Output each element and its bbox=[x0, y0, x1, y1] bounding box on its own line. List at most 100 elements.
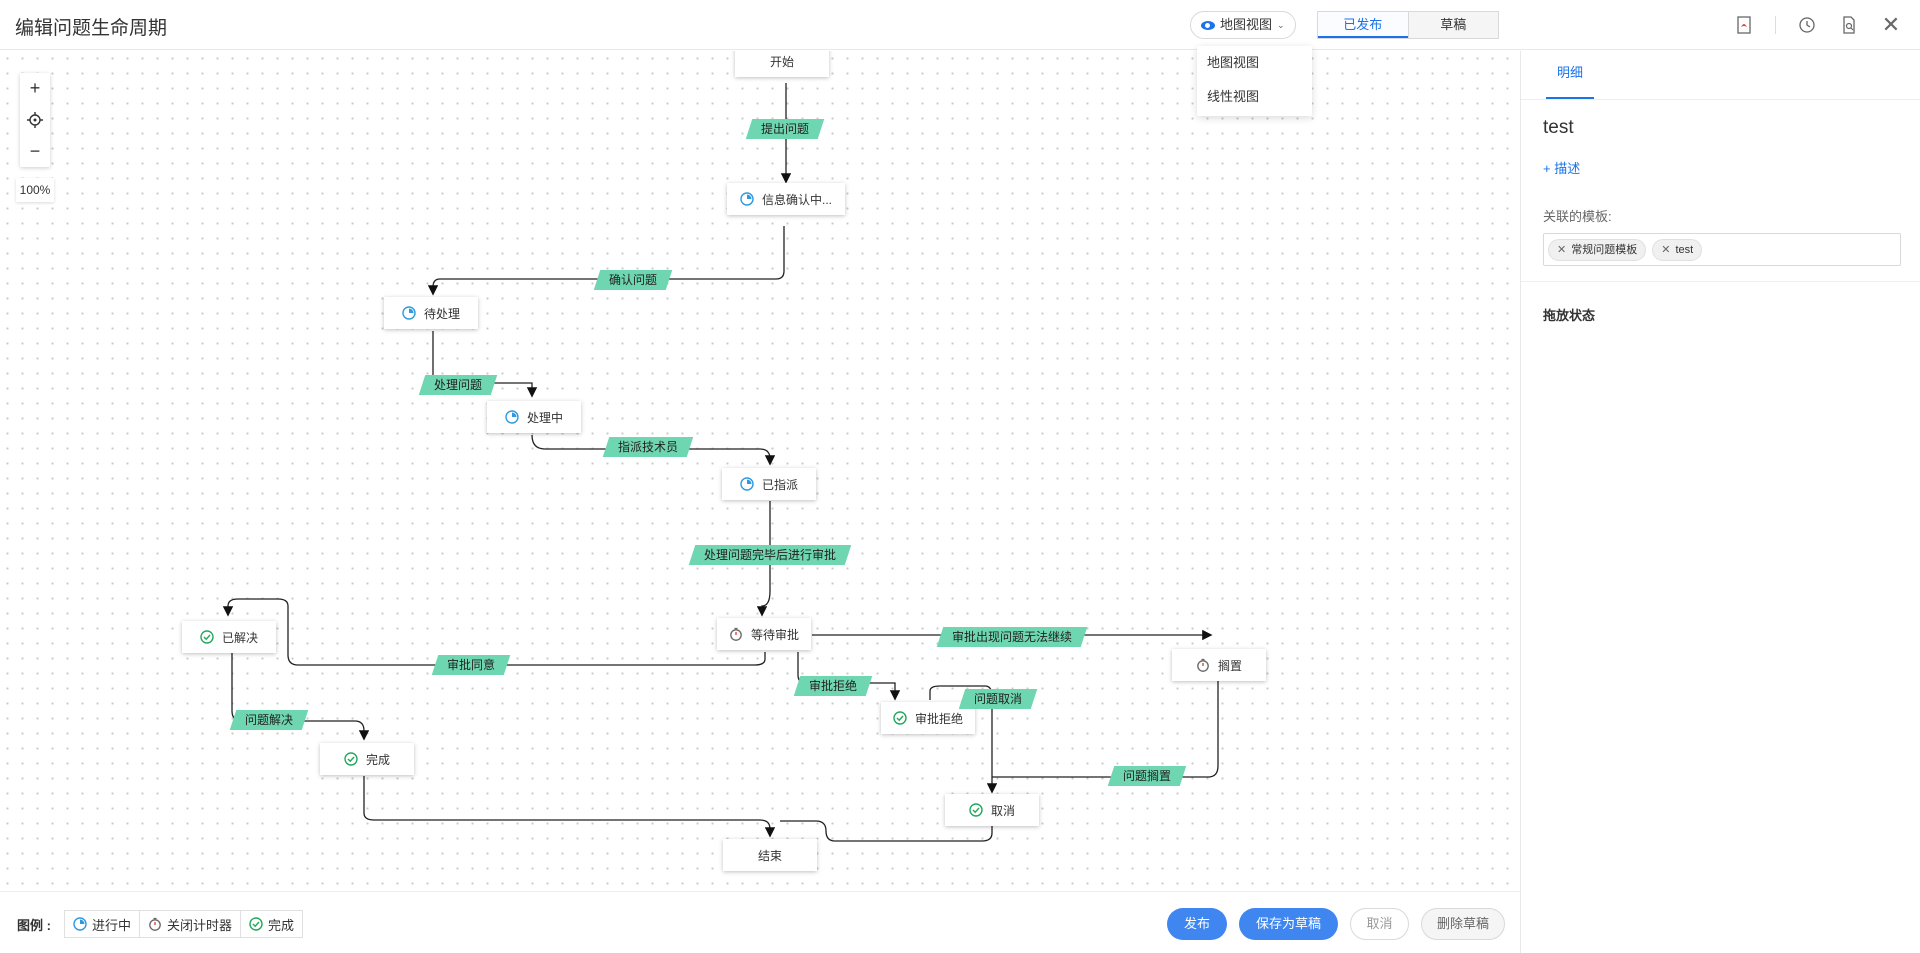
node-on-hold[interactable]: 搁置 bbox=[1172, 649, 1266, 681]
node-confirming[interactable]: 信息确认中... bbox=[727, 183, 845, 215]
eye-icon bbox=[1201, 20, 1215, 30]
timer-icon bbox=[1197, 658, 1209, 672]
publish-button[interactable]: 发布 bbox=[1167, 908, 1227, 940]
legend-item-timer: 关闭计时器 bbox=[139, 911, 240, 937]
in-progress-icon bbox=[740, 192, 754, 206]
legend-item-in-progress: 进行中 bbox=[65, 911, 139, 937]
save-draft-button[interactable]: 保存为草稿 bbox=[1239, 908, 1338, 940]
edge-label-cannot-continue[interactable]: 审批出现问题无法继续 bbox=[936, 627, 1088, 647]
fit-view-button[interactable] bbox=[20, 104, 50, 135]
in-progress-icon bbox=[402, 306, 416, 320]
edge-label-assign-tech[interactable]: 指派技术员 bbox=[602, 437, 694, 457]
header-toolbar: ✕ bbox=[1733, 12, 1902, 37]
edge-label-issue-hold[interactable]: 问题搁置 bbox=[1107, 766, 1187, 786]
node-start[interactable]: 开始 bbox=[735, 51, 829, 77]
node-awaiting-approval[interactable]: 等待审批 bbox=[717, 618, 811, 650]
node-label: 审批拒绝 bbox=[914, 711, 963, 726]
tab-draft[interactable]: 草稿 bbox=[1407, 12, 1498, 38]
panel-divider bbox=[1521, 281, 1920, 282]
add-description-link[interactable]: + 描述 bbox=[1543, 161, 1581, 176]
pdf-export-icon[interactable] bbox=[1733, 14, 1755, 36]
node-label: 等待审批 bbox=[750, 627, 799, 642]
edge-label-issue-solved[interactable]: 问题解决 bbox=[229, 710, 309, 730]
chevron-down-icon: ⌄ bbox=[1277, 20, 1285, 30]
document-search-icon[interactable] bbox=[1838, 14, 1860, 36]
edge-label-confirm-issue[interactable]: 确认问题 bbox=[593, 270, 673, 290]
edge-label-reject[interactable]: 审批拒绝 bbox=[793, 676, 873, 696]
edge-label-approve-after[interactable]: 处理问题完毕后进行审批 bbox=[688, 545, 852, 565]
toolbar-separator bbox=[1775, 16, 1776, 34]
edge-label-raise-issue[interactable]: 提出问题 bbox=[745, 119, 825, 139]
edge-done-end bbox=[363, 776, 776, 838]
node-label: 已解决 bbox=[221, 630, 258, 645]
node-label: 信息确认中... bbox=[761, 192, 832, 207]
in-progress-icon bbox=[505, 410, 519, 424]
edge-label-approved[interactable]: 审批同意 bbox=[431, 655, 511, 675]
edge-label-handle-issue[interactable]: 处理问题 bbox=[418, 375, 498, 395]
edge-awaiting-resolved bbox=[222, 598, 766, 666]
in-progress-icon bbox=[740, 477, 754, 491]
node-end[interactable]: 结束 bbox=[723, 839, 817, 871]
node-cancelled[interactable]: 取消 bbox=[945, 794, 1039, 826]
details-panel: 明细 test + 描述 关联的模板: ✕ 常规问题模板 ✕ test 拖放状态 bbox=[1520, 51, 1920, 953]
view-switch-dropdown[interactable]: 地图视图 ⌄ bbox=[1190, 11, 1296, 39]
node-label: 待处理 bbox=[423, 306, 460, 321]
node-label: 完成 bbox=[365, 752, 390, 767]
close-icon[interactable]: ✕ bbox=[1881, 12, 1901, 37]
edge-processing-assigned bbox=[531, 434, 776, 466]
view-dropdown-menu: 地图视图 线性视图 bbox=[1197, 46, 1312, 116]
node-label: 取消 bbox=[990, 803, 1015, 818]
zoom-out-button[interactable]: − bbox=[29, 140, 41, 161]
page-title: 编辑问题生命周期 bbox=[15, 18, 168, 39]
node-resolved[interactable]: 已解决 bbox=[182, 621, 276, 653]
timer-icon bbox=[730, 627, 742, 641]
edge-assigned-awaiting bbox=[756, 501, 771, 617]
cancel-button[interactable]: 取消 bbox=[1350, 908, 1409, 940]
zoom-level: 100% bbox=[16, 178, 54, 202]
template-tag: ✕ test bbox=[1652, 238, 1703, 261]
menu-item-map-view[interactable]: 地图视图 bbox=[1207, 55, 1260, 70]
tab-divider bbox=[1521, 99, 1920, 100]
complete-icon bbox=[200, 630, 214, 644]
remove-tag-icon[interactable]: ✕ bbox=[1557, 243, 1567, 256]
footer-bar: 图例 : 进行中 关闭计时器 完成 发布 保存为草稿 取消 删除草稿 bbox=[0, 891, 1520, 953]
complete-icon bbox=[249, 917, 263, 931]
workflow-canvas[interactable]: + − 100% 开始 bbox=[0, 51, 1520, 891]
node-label: 搁置 bbox=[1217, 658, 1242, 673]
in-progress-icon bbox=[73, 917, 87, 931]
node-label: 结束 bbox=[757, 848, 782, 863]
templates-select[interactable]: ✕ 常规问题模板 ✕ test bbox=[1543, 233, 1901, 266]
view-switch-label: 地图视图 bbox=[1220, 17, 1273, 32]
node-label: 处理中 bbox=[526, 410, 563, 425]
tab-published[interactable]: 已发布 bbox=[1318, 12, 1408, 38]
tab-details[interactable]: 明细 bbox=[1546, 51, 1594, 99]
node-label: 开始 bbox=[769, 54, 794, 69]
history-icon[interactable] bbox=[1796, 14, 1818, 36]
node-processing[interactable]: 处理中 bbox=[487, 401, 581, 433]
drag-drop-status-title: 拖放状态 bbox=[1543, 308, 1596, 323]
legend: 进行中 关闭计时器 完成 bbox=[64, 910, 304, 938]
complete-icon bbox=[893, 711, 907, 725]
delete-draft-button[interactable]: 删除草稿 bbox=[1421, 908, 1505, 940]
node-assigned[interactable]: 已指派 bbox=[722, 468, 816, 500]
menu-item-linear-view[interactable]: 线性视图 bbox=[1207, 89, 1260, 104]
edge-label-cancel-issue[interactable]: 问题取消 bbox=[958, 689, 1038, 709]
node-done[interactable]: 完成 bbox=[320, 743, 414, 775]
edge-onhold-cancelled bbox=[992, 652, 1219, 778]
edge-cancelled-end bbox=[780, 820, 993, 842]
node-pending[interactable]: 待处理 bbox=[384, 297, 478, 329]
timer-icon bbox=[149, 917, 161, 931]
complete-icon bbox=[344, 752, 358, 766]
legend-item-complete: 完成 bbox=[240, 911, 302, 937]
publish-state-toggle: 已发布 草稿 bbox=[1317, 11, 1499, 39]
remove-tag-icon[interactable]: ✕ bbox=[1661, 243, 1671, 256]
template-tag: ✕ 常规问题模板 bbox=[1548, 238, 1647, 261]
node-label: 已指派 bbox=[761, 477, 798, 492]
crosshair-icon bbox=[27, 111, 43, 128]
legend-title: 图例 : bbox=[17, 918, 51, 933]
complete-icon bbox=[969, 803, 983, 817]
templates-label: 关联的模板: bbox=[1543, 209, 1612, 224]
zoom-controls: + − bbox=[20, 73, 50, 167]
workflow-name[interactable]: test bbox=[1543, 117, 1574, 138]
zoom-in-button[interactable]: + bbox=[29, 78, 41, 99]
